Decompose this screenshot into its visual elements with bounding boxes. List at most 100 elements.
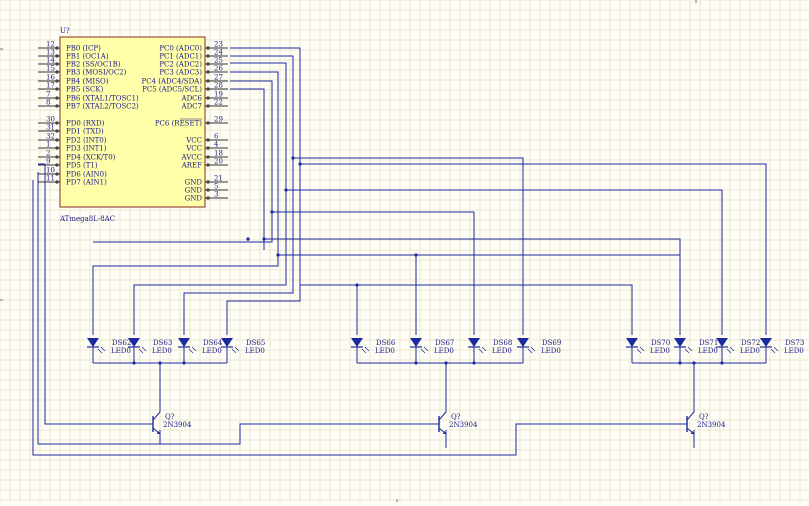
pin-number: 3	[214, 191, 218, 199]
junction-dot	[291, 156, 295, 160]
pin-label: PC2 (ADC2)	[159, 61, 202, 69]
pin-label: PB3 (MOSI/OC2)	[66, 69, 127, 77]
junction-dot	[276, 253, 280, 257]
led-value: LED0	[111, 347, 131, 355]
led-designator: DS67	[435, 339, 454, 347]
pin-label: PC4 (ADC4/SDA)	[141, 78, 202, 86]
pin-number: 28	[214, 82, 223, 90]
pin-label: AVCC	[181, 154, 202, 162]
pin-label: PC3 (ADC3)	[159, 69, 202, 77]
led-designator: DS63	[153, 339, 172, 347]
pin-number: 27	[214, 74, 223, 82]
microcontroller[interactable]: U? ATmega8L-8AC	[59, 27, 206, 223]
transistor-designator: Q?	[451, 413, 461, 421]
wire-pc2	[133, 62, 287, 335]
transistor[interactable]: Q?2N3904	[434, 404, 478, 435]
pin-number: 26	[214, 65, 223, 73]
pin-label: PC6 (RESET)	[155, 120, 202, 128]
pin-label: PC5 (ADC5/SCL)	[142, 86, 202, 94]
bus-7	[300, 163, 767, 335]
bus-1	[293, 157, 524, 335]
transistor-part: 2N3904	[697, 421, 726, 429]
led-value: LED0	[492, 347, 512, 355]
transistor[interactable]: Q?2N3904	[682, 404, 726, 435]
pin-number: 8	[46, 99, 50, 107]
pin-number: 30	[46, 116, 55, 124]
led-designator: DS64	[203, 339, 223, 347]
pin-number: 7	[46, 91, 50, 99]
pin-number: 21	[214, 175, 223, 183]
led-array: DS62LED0DS63LED0DS64LED0DS65LED0DS66LED0…	[87, 338, 804, 363]
pin-label: PD7 (AIN1)	[66, 179, 107, 187]
pin-label: PD5 (T1)	[66, 162, 98, 170]
wire-pc3	[92, 71, 279, 335]
led-designator: DS66	[376, 339, 396, 347]
led-designator: DS68	[493, 339, 512, 347]
transistor[interactable]: Q?2N3904	[148, 404, 192, 435]
pin-number: 2	[46, 150, 50, 158]
bus-4	[264, 238, 681, 335]
pin-label: PD1 (TXD)	[66, 128, 104, 136]
pin-label: PD3 (INT1)	[66, 145, 107, 153]
pin-label: PB7 (XTAL2/TOSC2)	[66, 103, 139, 111]
led-value: LED0	[740, 347, 760, 355]
pin-label: PC1 (ADC1)	[159, 53, 202, 61]
led-value: LED0	[784, 347, 804, 355]
pin-number: 9	[46, 158, 50, 166]
pin-label: GND	[185, 187, 203, 195]
chip-body[interactable]	[59, 36, 206, 208]
led-designator: DS65	[246, 339, 265, 347]
pin-label: ADC6	[181, 95, 203, 103]
led-value: LED0	[152, 347, 172, 355]
wire-pc1	[183, 55, 294, 335]
pin-label: PC0 (ADC0)	[159, 45, 202, 53]
